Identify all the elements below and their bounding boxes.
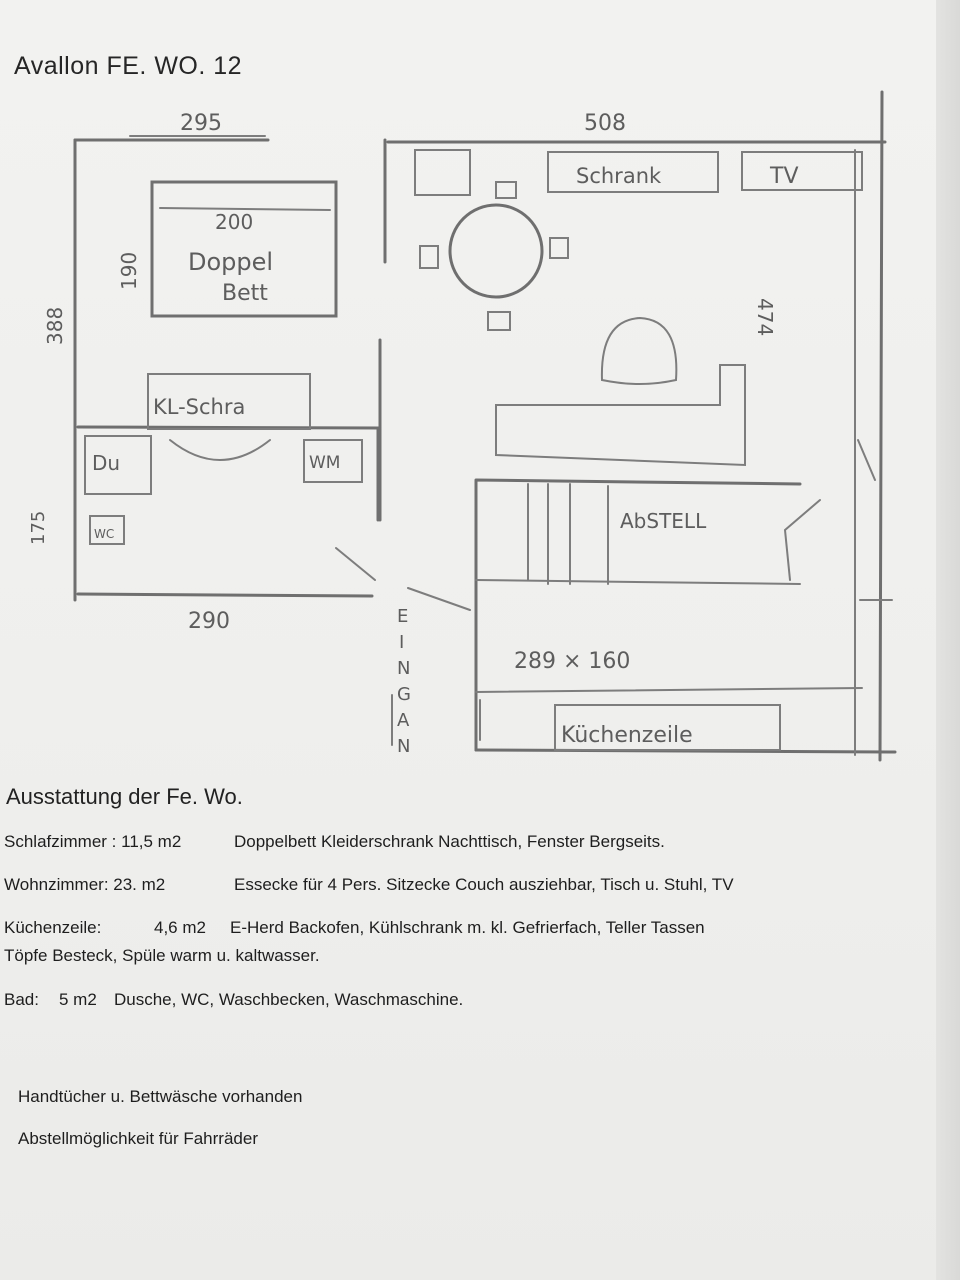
label-tv: TV [769, 164, 799, 189]
kitchen-counter [475, 687, 863, 741]
label-washer: WM [309, 453, 340, 473]
label-bed-2: Bett [222, 281, 268, 306]
label-shower: Du [92, 451, 120, 475]
dim-right-side: 474 [753, 298, 777, 336]
wall-bottom-left [76, 592, 374, 598]
storage-bottom [475, 579, 801, 585]
entrance-A: A [397, 710, 410, 731]
bath-label: Bad: [4, 990, 39, 1009]
cabinet-rect [547, 151, 719, 193]
dining-table [448, 203, 544, 299]
chair-bottom [487, 311, 511, 331]
document-title: Avallon FE. WO. 12 [14, 52, 243, 80]
dim-top-left: 295 [180, 111, 222, 136]
armchair-lounge [600, 316, 678, 385]
washer-rect [303, 439, 363, 483]
chair-top [495, 181, 517, 199]
entrance-E: E [397, 606, 408, 627]
kitchen-area: 4,6 m2 [154, 918, 206, 937]
dim-left-upper: 388 [43, 307, 67, 345]
entrance-N: N [397, 658, 410, 679]
bath-text: Dusche, WC, Waschbecken, Waschmaschine. [114, 990, 464, 1009]
label-bed-1: Doppel [188, 248, 273, 276]
storage-door [784, 499, 821, 581]
label-wardrobe: KL-Schra [153, 395, 245, 419]
note-towels: Handtücher u. Bettwäsche vorhanden [18, 1087, 303, 1106]
label-cabinet: Schrank [576, 164, 662, 188]
equipment-heading: Ausstattung der Fe. Wo. [6, 784, 243, 809]
note-bikes: Abstellmöglichkeit für Fahrräder [18, 1129, 258, 1148]
entrance-G: G [397, 684, 411, 705]
living-text: Essecke für 4 Pers. Sitzecke Couch auszi… [234, 875, 734, 894]
row-living: Wohnzimmer: 23. m2 Essecke für 4 Pers. Si… [4, 875, 734, 895]
wall-corridor [474, 478, 802, 752]
wall-bath-top [76, 425, 382, 430]
sofa [495, 364, 746, 467]
corridor-door [335, 547, 471, 611]
bedroom-label: Schlafzimmer : 11,5 m2 [4, 832, 182, 851]
bedroom-text: Doppelbett Kleiderschrank Nachttisch, Fe… [234, 832, 665, 851]
label-kitchenette: Küchenzeile [561, 723, 693, 748]
living-label: Wohnzimmer: 23. m2 [4, 875, 166, 894]
armchair [414, 149, 471, 196]
dim-left-lower: 175 [28, 511, 49, 545]
row-kitchen: Küchenzeile: 4,6 m2 E-Herd Backofen, Kühls… [4, 918, 705, 938]
kitchen-label: Küchenzeile: [4, 918, 102, 937]
kitchenette-rect [554, 704, 781, 751]
shower-rect [84, 435, 152, 495]
dim-bed-length: 190 [117, 252, 141, 290]
row-bath: Bad: 5 m2 Dusche, WC, Waschbecken, Waschma… [4, 990, 463, 1010]
bath-door-swing [169, 439, 271, 461]
tv-rect [741, 151, 863, 191]
entrance-I: I [399, 632, 404, 653]
dim-kitchen-area: 289 × 160 [514, 649, 630, 674]
wall-right [878, 90, 884, 762]
wall-bedroom-divider [378, 138, 387, 522]
wardrobe-rect [147, 373, 311, 430]
row-bedroom: Schlafzimmer : 11,5 m2 Doppelbett Kleider… [4, 832, 665, 852]
label-storage: AbSTELL [620, 509, 707, 533]
double-bed [150, 180, 338, 318]
bed-headboard [159, 207, 331, 211]
chair-right [549, 237, 569, 259]
bath-area: 5 m2 [59, 990, 97, 1009]
dim-bottom-left: 290 [188, 609, 230, 634]
entrance-N2: N [397, 736, 410, 757]
dim-bed-width: 200 [215, 210, 253, 234]
dim-top-right: 508 [584, 111, 626, 136]
paper-edge [936, 0, 960, 1280]
kitchen-text: E-Herd Backofen, Kühlschrank m. kl. Gefr… [230, 918, 705, 937]
right-inner-wall [854, 149, 893, 756]
row-kitchen-cont: Töpfe Besteck, Spüle warm u. kaltwasser. [4, 946, 320, 965]
chair-left [419, 245, 439, 269]
floor-plan-sketch: 295 508 388 175 200 190 290 474 289 × 16… [28, 90, 897, 762]
wc-rect [89, 515, 125, 545]
label-wc: WC [94, 527, 114, 541]
label-entrance: E I N G A N [397, 606, 411, 757]
storage-shelves [527, 483, 609, 585]
